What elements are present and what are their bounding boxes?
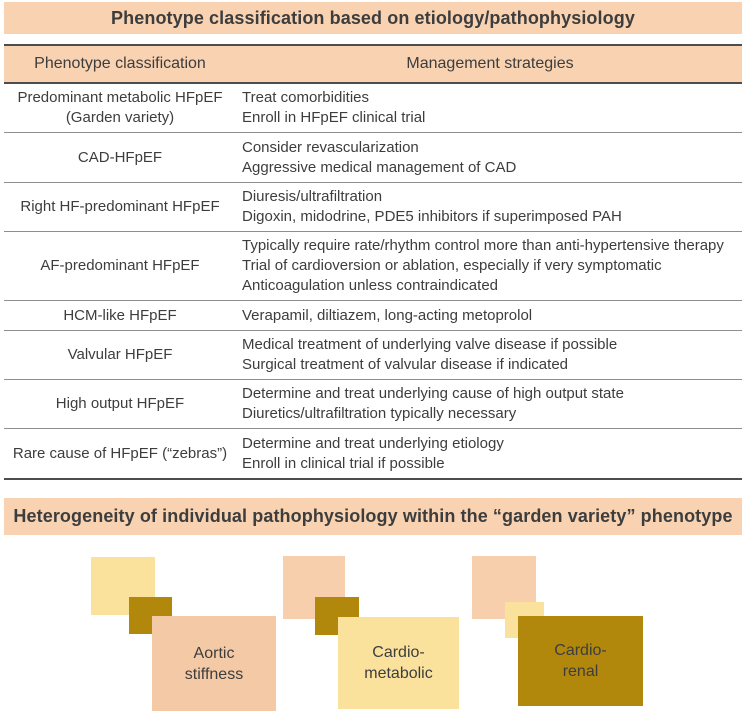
section2-title-band: Heterogeneity of individual pathophysiol… (4, 498, 742, 535)
phenotype-cell: Rare cause of HFpEF (“zebras”) (4, 429, 236, 478)
strategy-line: Medical treatment of underlying valve di… (242, 336, 618, 353)
table-row: High output HFpEF Determine and treat un… (4, 379, 742, 428)
phenotype-line: Right HF-predominant HFpEF (20, 198, 220, 215)
strategy-line: Determine and treat underlying etiology (242, 434, 504, 452)
phenotype-line: Valvular HFpEF (67, 346, 173, 363)
phenotype-cell: High output HFpEF (4, 380, 236, 428)
strategy-line: Aggressive medical management of CAD (242, 158, 517, 176)
strategy-line: Anticoagulation unless contraindicated (242, 277, 499, 294)
phenotype-line: Predominant metabolic HFpEF (17, 89, 223, 106)
phenotype-cell: Predominant metabolic HFpEF (Garden vari… (4, 84, 236, 132)
cardio-metabolic-square: Cardio- metabolic (338, 617, 459, 709)
phenotype-line: High output HFpEF (55, 395, 185, 412)
aortic-stiffness-label-line: stiffness (184, 665, 244, 683)
strategy-line: Enroll in HFpEF clinical trial (242, 109, 426, 126)
cardio-renal-label-line: renal (562, 663, 599, 680)
section2-title: Heterogeneity of individual pathophysiol… (13, 506, 733, 526)
phenotype-cell: Right HF-predominant HFpEF (4, 183, 236, 231)
strategies-cell: Consider revascularization Aggressive me… (236, 133, 742, 182)
table-header-row: Phenotype classification Management stra… (4, 46, 742, 84)
cardio-renal-square: Cardio- renal (518, 616, 643, 706)
strategy-line: Diuretics/ultrafiltration typically nece… (242, 405, 517, 422)
phenotype-cell: HCM-like HFpEF (4, 301, 236, 330)
strategies-cell: Verapamil, diltiazem, long-acting metopr… (236, 301, 742, 330)
strategies-cell: Diuresis/ultrafiltration Digoxin, midodr… (236, 183, 742, 231)
phenotype-cell: AF-predominant HFpEF (4, 232, 236, 300)
aortic-stiffness-square: Aortic stiffness (152, 616, 276, 711)
strategy-line: Surgical treatment of valvular disease i… (242, 356, 569, 373)
phenotype-line: CAD-HFpEF (77, 148, 163, 166)
phenotype-cell: CAD-HFpEF (4, 133, 236, 182)
cardio-metabolic-label-line: metabolic (364, 665, 433, 682)
phenotype-line: HCM-like HFpEF (63, 306, 177, 324)
strategy-line: Treat comorbidities (242, 89, 369, 106)
table-row: HCM-like HFpEF Verapamil, diltiazem, lon… (4, 300, 742, 330)
header-management-strategies: Management strategies (406, 55, 574, 72)
section1-title: Phenotype classification based on etiolo… (111, 7, 635, 28)
table-row: Rare cause of HFpEF (“zebras”) Determine… (4, 428, 742, 478)
table-row: CAD-HFpEF Consider revascularization Agg… (4, 132, 742, 182)
section1-title-band: Phenotype classification based on etiolo… (4, 2, 742, 34)
table-row: Valvular HFpEF Medical treatment of unde… (4, 330, 742, 379)
strategy-line: Verapamil, diltiazem, long-acting metopr… (242, 306, 533, 324)
strategy-line: Trial of cardioversion or ablation, espe… (242, 257, 662, 274)
cardio-metabolic-label-line: Cardio- (372, 644, 425, 661)
phenotype-table: Phenotype classification Management stra… (4, 44, 742, 480)
strategy-line: Diuresis/ultrafiltration (242, 188, 383, 205)
phenotype-heterogeneity-diagram: Aortic stiffness Cardio- metabolic Cardi… (0, 540, 746, 712)
phenotype-line: (Garden variety) (65, 109, 175, 126)
table-row: Right HF-predominant HFpEF Diuresis/ultr… (4, 182, 742, 231)
strategy-line: Enroll in clinical trial if possible (242, 454, 445, 472)
cardio-renal-label-line: Cardio- (554, 642, 607, 659)
strategies-cell: Determine and treat underlying cause of … (236, 380, 742, 428)
strategy-line: Digoxin, midodrine, PDE5 inhibitors if s… (242, 208, 622, 225)
header-phenotype-classification: Phenotype classification (34, 55, 206, 72)
aortic-stiffness-label-line: Aortic (193, 644, 235, 662)
strategies-cell: Treat comorbidities Enroll in HFpEF clin… (236, 84, 742, 132)
strategies-cell: Determine and treat underlying etiology … (236, 429, 742, 478)
table-row: Predominant metabolic HFpEF (Garden vari… (4, 84, 742, 132)
strategy-line: Determine and treat underlying cause of … (242, 385, 624, 402)
strategy-line: Typically require rate/rhythm control mo… (242, 237, 724, 254)
phenotype-line: AF-predominant HFpEF (40, 257, 200, 274)
strategies-cell: Medical treatment of underlying valve di… (236, 331, 742, 379)
strategy-line: Consider revascularization (242, 138, 419, 156)
table-row: AF-predominant HFpEF Typically require r… (4, 231, 742, 300)
phenotype-line: Rare cause of HFpEF (“zebras”) (12, 444, 228, 462)
phenotype-cell: Valvular HFpEF (4, 331, 236, 379)
strategies-cell: Typically require rate/rhythm control mo… (236, 232, 742, 300)
